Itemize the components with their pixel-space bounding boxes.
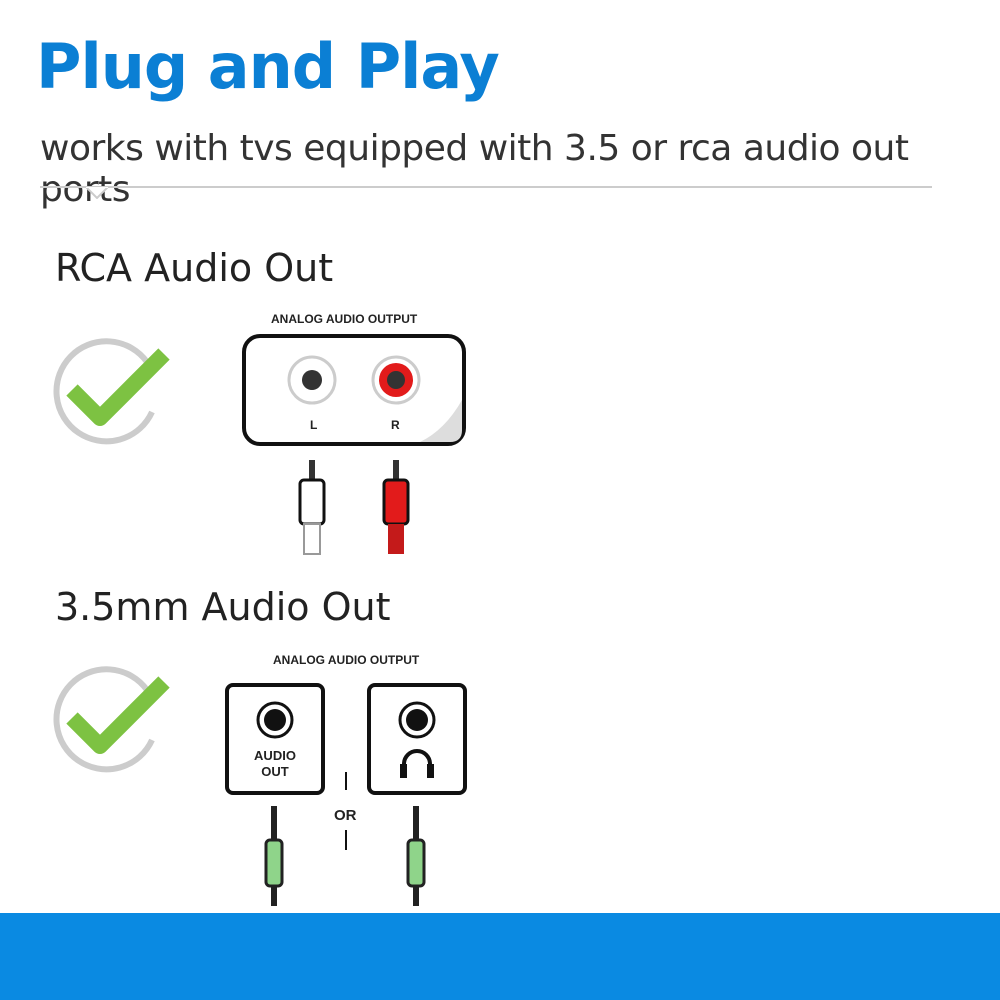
divider bbox=[40, 186, 932, 188]
divider-caret-icon bbox=[86, 187, 108, 199]
rca-panel-label: ANALOG AUDIO OUTPUT bbox=[271, 312, 418, 326]
page-title: Plug and Play bbox=[36, 30, 500, 103]
or-label: OR bbox=[334, 807, 357, 824]
audio-out-label-line2: OUT bbox=[261, 764, 289, 779]
rca-panel-diagram bbox=[242, 334, 466, 555]
bottom-band bbox=[0, 913, 1000, 1000]
check-icon bbox=[53, 666, 170, 773]
audio-out-label-line1: AUDIO bbox=[254, 748, 296, 763]
check-icon bbox=[53, 338, 170, 445]
rca-left-label: L bbox=[310, 418, 318, 432]
mm35-panel-diagram bbox=[225, 683, 467, 906]
mm35-heading: 3.5mm Audio Out bbox=[55, 585, 391, 629]
rca-heading: RCA Audio Out bbox=[55, 246, 334, 290]
subtitle: works with tvs equipped with 3.5 or rca … bbox=[40, 128, 909, 210]
mm35-panel-label: ANALOG AUDIO OUTPUT bbox=[273, 653, 420, 667]
rca-right-label: R bbox=[391, 418, 400, 432]
